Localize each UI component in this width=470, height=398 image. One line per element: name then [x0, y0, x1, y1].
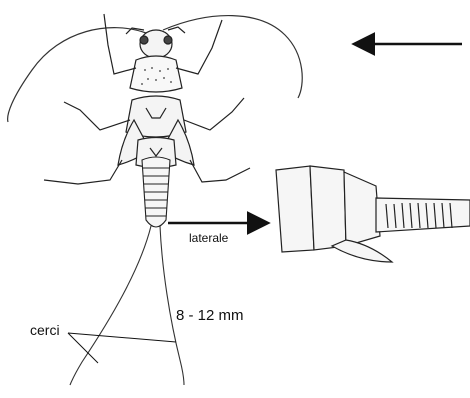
cerci [70, 226, 184, 385]
pronotum [130, 56, 182, 92]
lateral-view-label: laterale [189, 231, 228, 245]
abdomen [142, 157, 170, 227]
cerci-label: cerci [30, 322, 60, 338]
lateral-view-abdomen [276, 166, 470, 262]
size-label: 8 - 12 mm [176, 307, 244, 324]
larva-head [126, 27, 185, 58]
